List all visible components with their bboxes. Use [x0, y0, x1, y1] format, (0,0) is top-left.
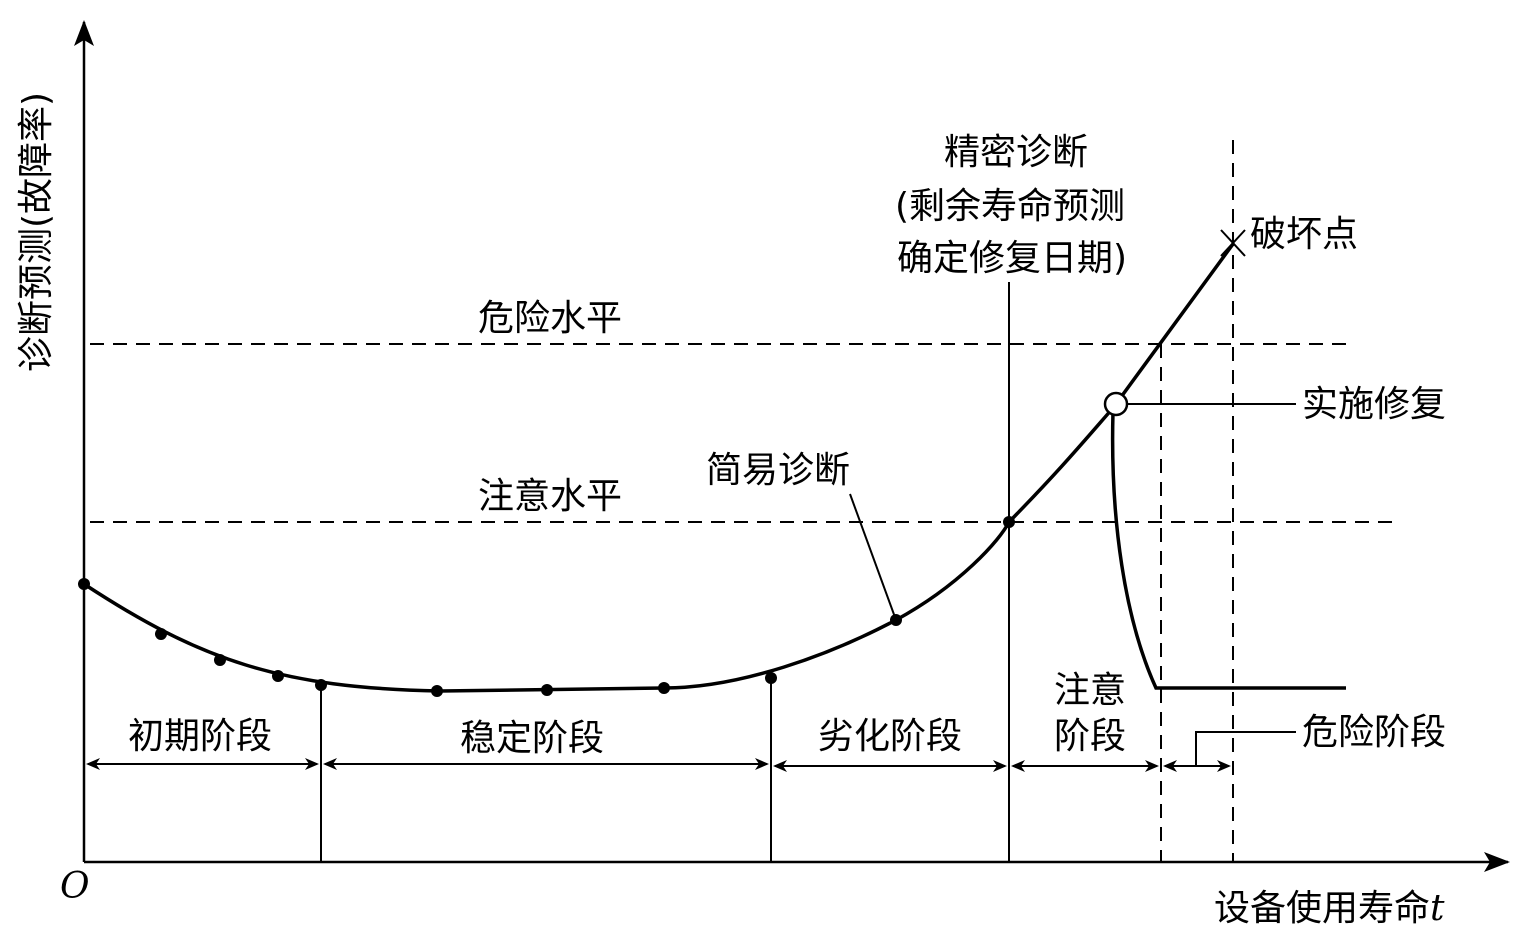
repair-label: 实施修复	[1302, 384, 1446, 425]
danger-stage-label: 危险阶段	[1302, 712, 1446, 753]
measurement-dot	[541, 684, 553, 696]
caution-level-label: 注意水平	[478, 476, 622, 517]
circle-icon	[1103, 391, 1129, 417]
cross-icon	[1220, 229, 1246, 257]
simple-diagnosis-label: 简易诊断	[706, 450, 850, 491]
measurement-dot	[315, 679, 327, 691]
stage-initial-label: 初期阶段	[128, 716, 272, 757]
danger-stage-leader	[1195, 731, 1296, 766]
danger-level-label: 危险水平	[478, 298, 622, 339]
stage-stable-label: 稳定阶段	[460, 718, 604, 759]
precise-diagnosis-line3: 确定修复日期)	[897, 238, 1127, 279]
measurement-dot	[431, 685, 443, 697]
origin-label: O	[60, 866, 90, 907]
measurement-dot	[214, 654, 226, 666]
measurement-dot	[765, 672, 777, 684]
measurement-dot	[658, 682, 670, 694]
precise-diagnosis-line2: (剩余寿命预测	[895, 186, 1125, 227]
measurement-dot	[1003, 516, 1015, 528]
repair-recovery-curve	[1110, 411, 1346, 690]
stage-degradation-label: 劣化阶段	[818, 716, 962, 757]
failure-point-label: 破坏点	[1250, 214, 1358, 255]
failure-rate-curve	[83, 242, 1235, 693]
x-axis-variable: t	[1430, 888, 1445, 929]
precise-diagnosis-line1: 精密诊断	[944, 132, 1088, 173]
x-axis-label-text: 设备使用寿命	[1214, 888, 1430, 929]
measurement-dot	[272, 670, 284, 682]
measurement-dot	[155, 628, 167, 640]
measurement-dot	[78, 578, 90, 590]
y-axis-label: 诊断预测(故障率)	[16, 92, 57, 372]
x-axis-label: 设备使用寿命t	[1214, 888, 1445, 929]
stage-caution-label-line1: 注意	[1054, 670, 1126, 711]
stage-caution-label-line2: 阶段	[1054, 716, 1126, 757]
simple-diagnosis-leader	[849, 493, 897, 621]
